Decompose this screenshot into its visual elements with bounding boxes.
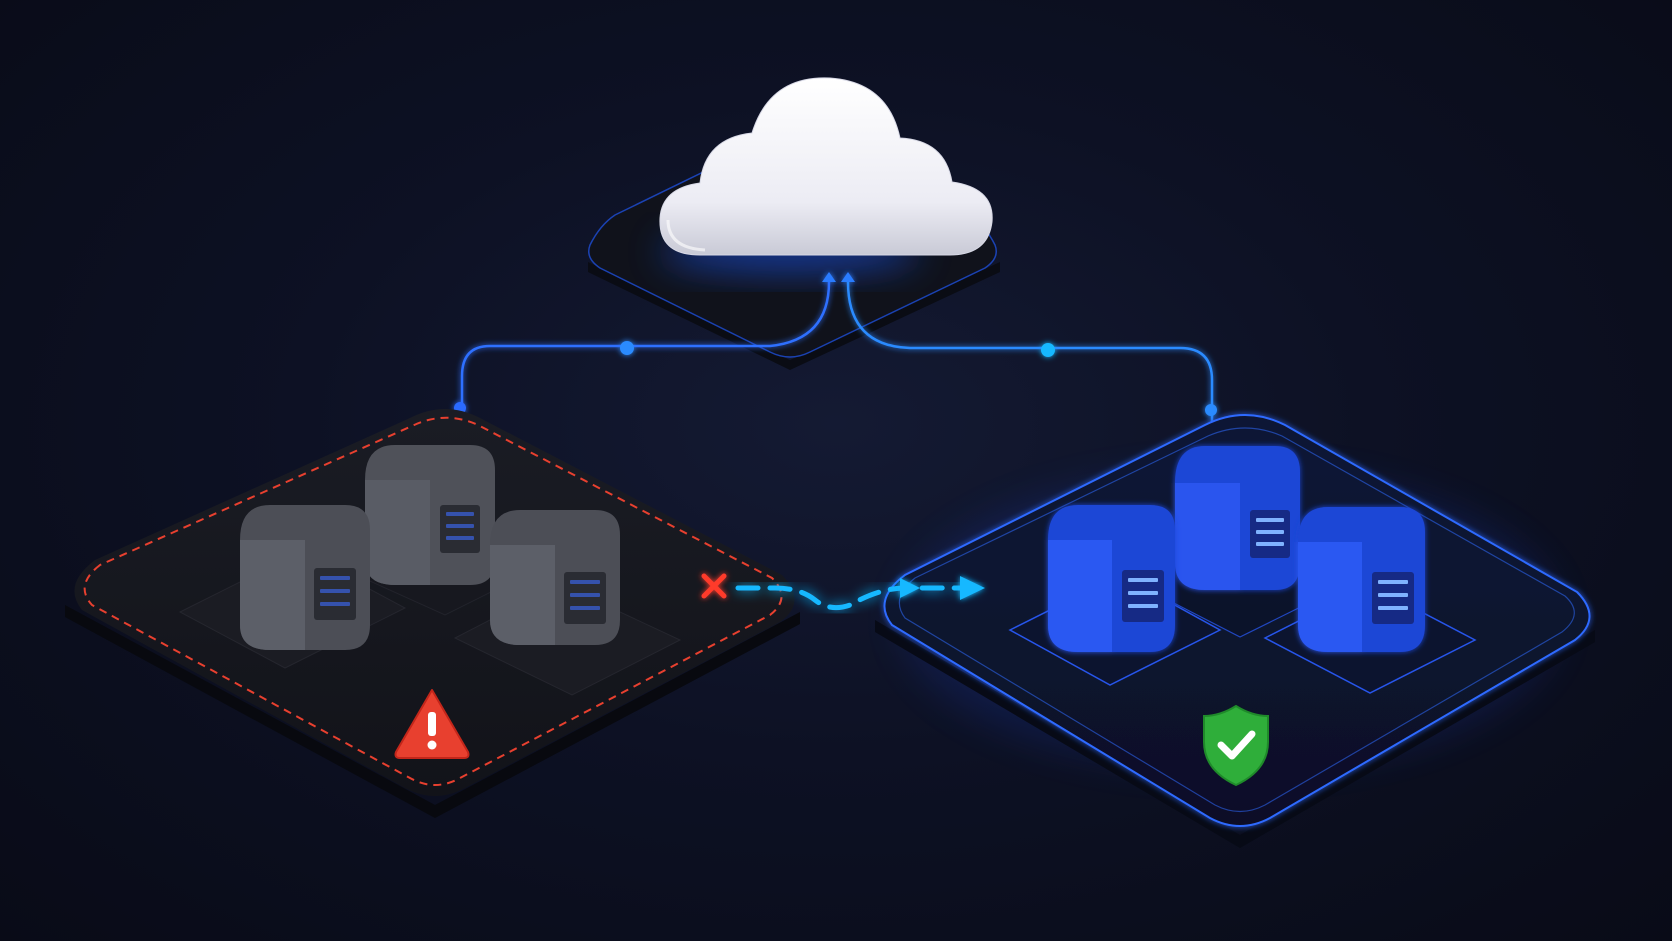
server-blue (1048, 505, 1175, 652)
link-node-dot (620, 341, 634, 355)
link-node-dot (1041, 343, 1055, 357)
server-gray (490, 510, 620, 645)
link-node-dot (1205, 404, 1217, 416)
shield-check-icon (1203, 704, 1269, 787)
failover-path (735, 585, 978, 611)
cloud-icon (659, 77, 993, 256)
healthy-zone-border (898, 427, 1575, 813)
failed-zone (65, 409, 800, 818)
server-gray (365, 445, 495, 585)
cloud-node (588, 77, 1000, 370)
right-arrow-icon (960, 576, 985, 600)
cloud-uplink-arrows (822, 272, 855, 282)
right-arrow-icon (900, 578, 920, 598)
failed-zone-border (83, 416, 783, 786)
server-blue (1175, 446, 1300, 590)
server-blue (1298, 507, 1425, 652)
healthy-zone (875, 414, 1595, 848)
warning-triangle-icon (394, 689, 470, 759)
failover-link (701, 573, 985, 611)
x-mark-icon (701, 573, 727, 599)
server-gray (240, 505, 370, 650)
